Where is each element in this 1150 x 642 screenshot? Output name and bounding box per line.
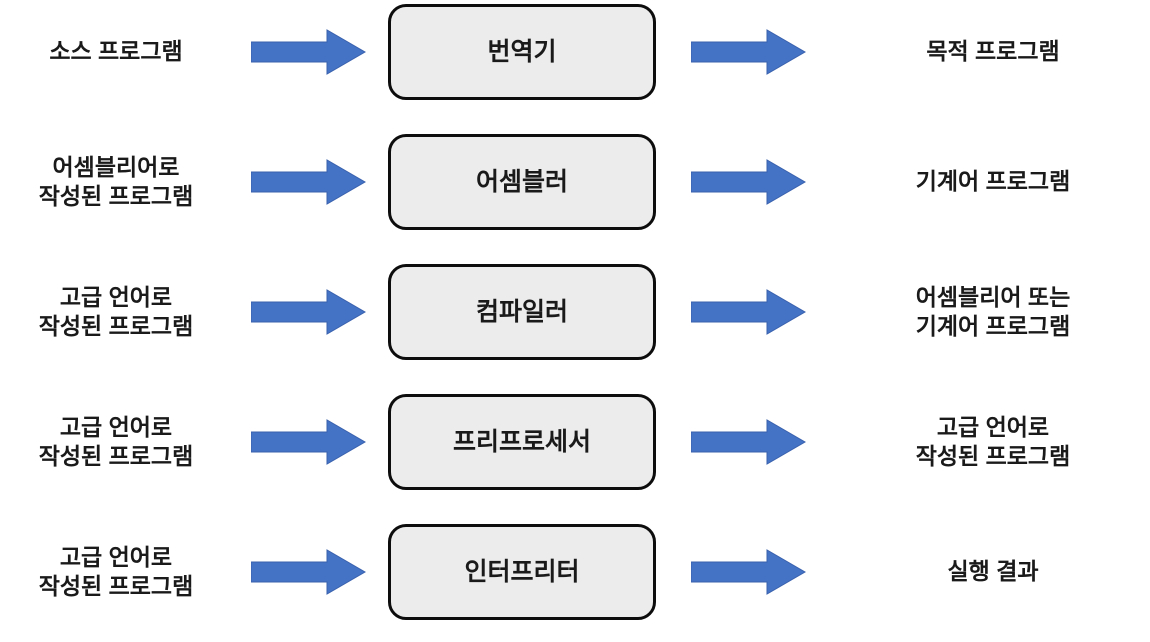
flow-row-compiler: 고급 언어로 작성된 프로그램 컴파일러 어셈블리어 또는 기계어 프로그램 [0,260,1150,364]
flow-row-assembler: 어셈블리어로 작성된 프로그램 어셈블러 기계어 프로그램 [0,130,1150,234]
right-arrow-icon [690,159,806,205]
processor-label: 프리프로세서 [452,428,591,456]
input-label: 고급 언어로 작성된 프로그램 [38,543,194,599]
flow-row-preprocessor: 고급 언어로 작성된 프로그램 프리프로세서 고급 언어로 작성된 프로그램 [0,390,1150,494]
input-label: 고급 언어로 작성된 프로그램 [38,413,194,469]
right-arrow-icon [690,289,806,335]
right-arrow-icon [250,159,366,205]
output-label: 목적 프로그램 [926,38,1060,65]
processor-box: 프리프로세서 [388,394,656,490]
output-label: 고급 언어로 작성된 프로그램 [915,413,1071,469]
output-label: 어셈블리어 또는 기계어 프로그램 [915,283,1071,339]
output-label: 기계어 프로그램 [915,168,1071,195]
right-arrow-icon [250,29,366,75]
flow-row-translator: 소스 프로그램 번역기 목적 프로그램 [0,0,1150,104]
right-arrow-icon [250,419,366,465]
right-arrow-icon [250,289,366,335]
flow-row-interpreter: 고급 언어로 작성된 프로그램 인터프리터 실행 결과 [0,520,1150,624]
input-label: 어셈블리어로 작성된 프로그램 [38,153,194,209]
processor-box: 번역기 [388,4,656,100]
right-arrow-icon [690,419,806,465]
input-label: 소스 프로그램 [49,38,183,65]
processor-box: 어셈블러 [388,134,656,230]
right-arrow-icon [690,29,806,75]
processor-label: 컴파일러 [475,298,568,326]
right-arrow-icon [690,549,806,595]
processor-label: 어셈블러 [475,168,568,196]
processor-box: 인터프리터 [388,524,656,620]
input-label: 고급 언어로 작성된 프로그램 [38,283,194,339]
right-arrow-icon [250,549,366,595]
processor-label: 번역기 [487,38,557,66]
processor-box: 컴파일러 [388,264,656,360]
processor-label: 인터프리터 [464,558,580,586]
output-label: 실행 결과 [947,558,1039,585]
